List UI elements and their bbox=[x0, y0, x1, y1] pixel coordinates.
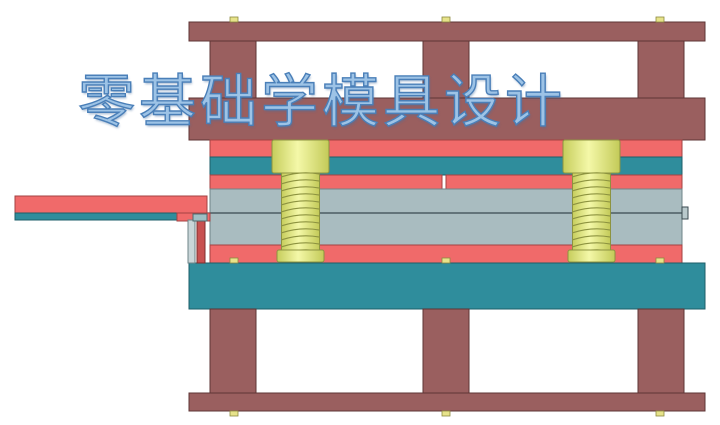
spring-coil bbox=[281, 235, 320, 241]
top-frame-bar bbox=[188, 21, 706, 42]
lower-pillar-left bbox=[209, 308, 257, 394]
feed-arm-bottom bbox=[14, 212, 178, 221]
spring-coil bbox=[572, 179, 611, 185]
upper-pillar-left bbox=[209, 40, 257, 99]
bolt-right-head bbox=[562, 139, 621, 174]
coil-spring-icon bbox=[281, 172, 320, 255]
screw-head-icon bbox=[441, 16, 451, 23]
spring-coil bbox=[572, 221, 611, 227]
spring-coil bbox=[281, 214, 320, 220]
spring-coil bbox=[281, 228, 320, 234]
stop-plate-left bbox=[209, 174, 443, 190]
screw-head-icon bbox=[229, 16, 239, 23]
bolt-right-foot bbox=[567, 249, 616, 263]
spring-coil bbox=[572, 207, 611, 213]
spring-coil bbox=[572, 193, 611, 199]
screw-head-icon bbox=[441, 410, 451, 417]
spring-coil bbox=[572, 228, 611, 234]
feed-arm-top bbox=[14, 195, 208, 214]
screw-head-icon bbox=[655, 410, 665, 417]
spring-coil bbox=[281, 179, 320, 185]
bolt-left-foot bbox=[276, 249, 325, 263]
bolt-right bbox=[562, 139, 621, 263]
bolt-left bbox=[271, 139, 330, 263]
lower-pillar-right bbox=[637, 308, 685, 394]
screw-head-icon bbox=[229, 257, 239, 264]
screw-head-icon bbox=[229, 410, 239, 417]
bolt-left-head bbox=[271, 139, 330, 174]
spring-coil bbox=[281, 186, 320, 192]
stop-plate-right bbox=[445, 174, 683, 190]
guide-rod-collar bbox=[192, 213, 208, 222]
spring-coil bbox=[572, 235, 611, 241]
guide-rod-red bbox=[196, 219, 206, 264]
spring-coil bbox=[572, 186, 611, 192]
spring-coil bbox=[572, 242, 611, 248]
upper-pillar-middle bbox=[422, 40, 470, 99]
spring-coil bbox=[572, 172, 611, 178]
screw-head-icon bbox=[655, 257, 665, 264]
spring-coil bbox=[281, 172, 320, 178]
guide-rod-outer bbox=[187, 219, 196, 264]
bottom-frame-bar bbox=[188, 392, 706, 412]
coil-spring-icon bbox=[572, 172, 611, 255]
screw-head-icon bbox=[441, 257, 451, 264]
spring-coil bbox=[281, 200, 320, 206]
spring-coil bbox=[572, 200, 611, 206]
stripper-plate bbox=[209, 188, 683, 246]
spring-coil bbox=[281, 207, 320, 213]
spring-coil bbox=[281, 221, 320, 227]
screw-head-icon bbox=[655, 16, 665, 23]
lower-bolster bbox=[188, 262, 706, 310]
spring-coil bbox=[281, 193, 320, 199]
spring-body bbox=[281, 172, 320, 251]
spring-coil bbox=[281, 242, 320, 248]
upper-pillar-right bbox=[637, 40, 685, 99]
lower-pillar-middle bbox=[422, 308, 470, 394]
strip-end-tab bbox=[681, 206, 689, 220]
spring-coil bbox=[572, 214, 611, 220]
upper-die-plate bbox=[188, 97, 706, 141]
